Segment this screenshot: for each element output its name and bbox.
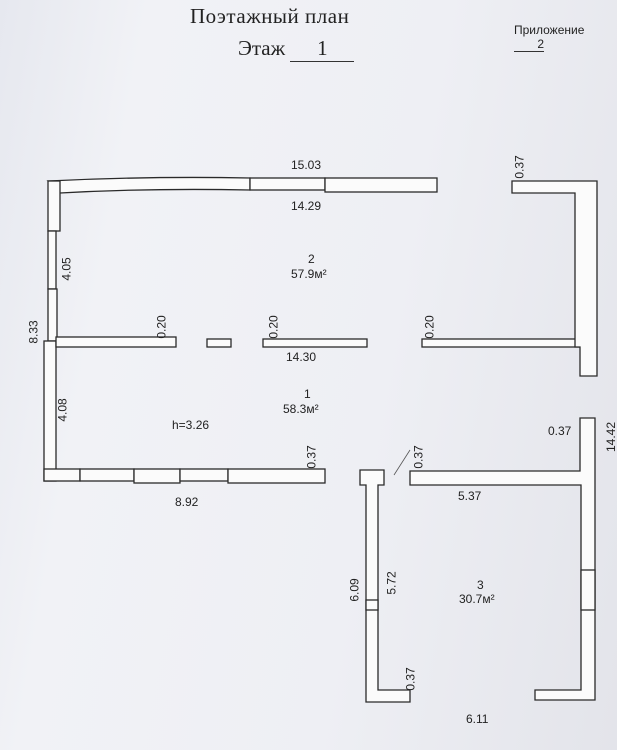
partition-segment-4 [421, 338, 583, 348]
dim-room3-bottom-width: 6.11 [466, 712, 489, 726]
top-wall-left [46, 176, 251, 194]
appendix-label: Приложение [514, 23, 585, 37]
partition-segment-3 [262, 338, 368, 348]
floor-label: Этаж [238, 36, 286, 60]
page-title: Поэтажный план [190, 4, 350, 28]
room3-left-wall [359, 469, 411, 703]
bottom-window-1 [79, 468, 135, 482]
dim-front-wall: 0.37 [304, 445, 319, 469]
left-wall-upper [47, 180, 61, 232]
dim-right-mid-wall: 0.37 [548, 424, 572, 438]
dim-room3-top-wall: 0.37 [411, 445, 426, 469]
top-wall-right [324, 177, 438, 193]
top-window [249, 177, 326, 191]
appendix-reference: Приложение 2 [514, 23, 617, 52]
room-2-area: 57.9м² [291, 267, 327, 281]
dim-left-total: 8.33 [26, 320, 41, 344]
room-2-number: 2 [308, 252, 315, 266]
floor-number: 1 [290, 36, 355, 62]
floor-heading: Этаж 1 [238, 36, 355, 62]
right-upper-wall [511, 180, 598, 377]
partition-segment-1 [55, 336, 177, 348]
bottom-window-2 [179, 468, 229, 482]
left-window [47, 230, 57, 290]
dim-left-upper: 4.05 [59, 257, 74, 281]
room-1-number: 1 [304, 387, 311, 401]
room3-right-wall [409, 417, 596, 701]
dim-top-inner: 14.29 [291, 199, 322, 213]
dim-room3-bottom-wall: 0.37 [403, 667, 418, 691]
dim-top-outer: 15.03 [291, 158, 322, 172]
partition-segment-2 [206, 338, 232, 348]
ceiling-height: h=3.26 [172, 418, 210, 432]
dim-left-lower: 4.08 [55, 398, 70, 422]
appendix-number: 2 [514, 37, 544, 52]
dim-partition-gap-3: 0.20 [422, 315, 437, 339]
dim-bottom-front: 8.92 [175, 495, 199, 509]
dim-room3-width-top: 5.37 [458, 489, 482, 503]
room-3-area: 30.7м² [459, 592, 495, 606]
bottom-wall-left [43, 468, 81, 482]
dim-partition-gap-2: 0.20 [266, 315, 281, 339]
left-wall-lower [43, 340, 57, 482]
room-1-area: 58.3м² [283, 402, 319, 416]
room3-left-window [365, 599, 379, 611]
room-3-number: 3 [477, 578, 484, 592]
dim-room3-inner-depth: 5.72 [384, 571, 399, 595]
dim-partition-gap-1: 0.20 [154, 315, 169, 339]
room3-right-window [580, 569, 596, 611]
door-swing [393, 449, 411, 476]
dim-room3-outer-depth: 6.09 [347, 578, 362, 602]
bottom-wall-right [227, 468, 326, 484]
dim-top-right-wall: 0.37 [512, 155, 527, 179]
left-wall-mid [47, 288, 58, 342]
bottom-wall-mid [133, 468, 181, 484]
dim-partition-length: 14.30 [286, 350, 317, 364]
dim-right-total: 14.42 [604, 421, 617, 453]
